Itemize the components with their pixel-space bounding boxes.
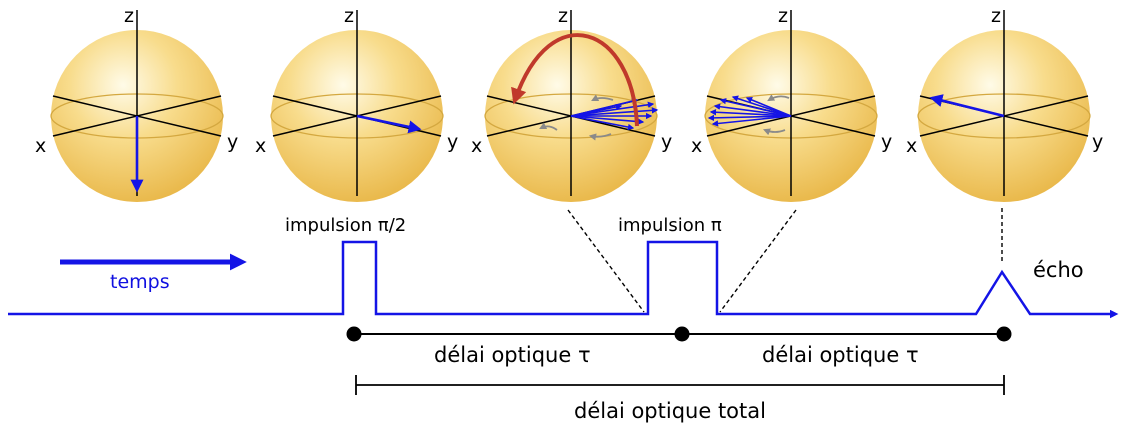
total-delay-label: délai optique total — [574, 399, 766, 423]
y-label: y — [1092, 131, 1103, 153]
z-label: z — [344, 5, 354, 27]
z-label: z — [991, 5, 1001, 27]
y-label: y — [881, 131, 892, 153]
x-label: x — [471, 135, 482, 157]
bloch-sphere-4: z x y — [691, 5, 892, 202]
bloch-sphere-3: z x y — [471, 5, 672, 202]
timepoint-middle — [674, 326, 690, 342]
connector-to-pi-end — [719, 209, 797, 313]
bloch-sphere-2: z x y — [255, 5, 458, 202]
precession-arrows — [539, 94, 614, 141]
signal-trace — [8, 240, 1119, 319]
pulse-pi-label: impulsion π — [618, 215, 722, 236]
x-label: x — [255, 135, 266, 157]
precession-arrows — [762, 94, 790, 136]
magnetization-vector — [356, 114, 422, 134]
delay-timeline: délai optique τ délai optique τ — [346, 326, 1012, 367]
time-label: temps — [110, 271, 170, 293]
z-label: z — [778, 5, 788, 27]
connector-to-pi-start — [567, 209, 645, 313]
delay1-label: délai optique τ — [434, 343, 591, 367]
total-delay-bracket — [355, 375, 1005, 395]
y-label: y — [661, 131, 672, 153]
x-label: x — [906, 135, 917, 157]
z-label: z — [558, 5, 568, 27]
x-label: x — [35, 135, 46, 157]
z-label: z — [124, 5, 134, 27]
magnetization-vector — [929, 94, 1005, 118]
delay2-label: délai optique τ — [762, 343, 919, 367]
y-label: y — [447, 131, 458, 153]
bloch-sphere-1: z x y — [35, 5, 238, 202]
bloch-sphere-5: z x y — [906, 5, 1103, 202]
dashed-connectors — [567, 208, 1003, 313]
echo-label: écho — [1033, 258, 1084, 282]
pi-rotation-arc — [511, 33, 639, 127]
x-label: x — [691, 135, 702, 157]
timepoint-start — [346, 326, 362, 342]
timepoint-end — [996, 326, 1012, 342]
y-label: y — [227, 131, 238, 153]
rephasing-vectors — [707, 95, 792, 127]
pulse-half-label: impulsion π/2 — [285, 215, 406, 236]
